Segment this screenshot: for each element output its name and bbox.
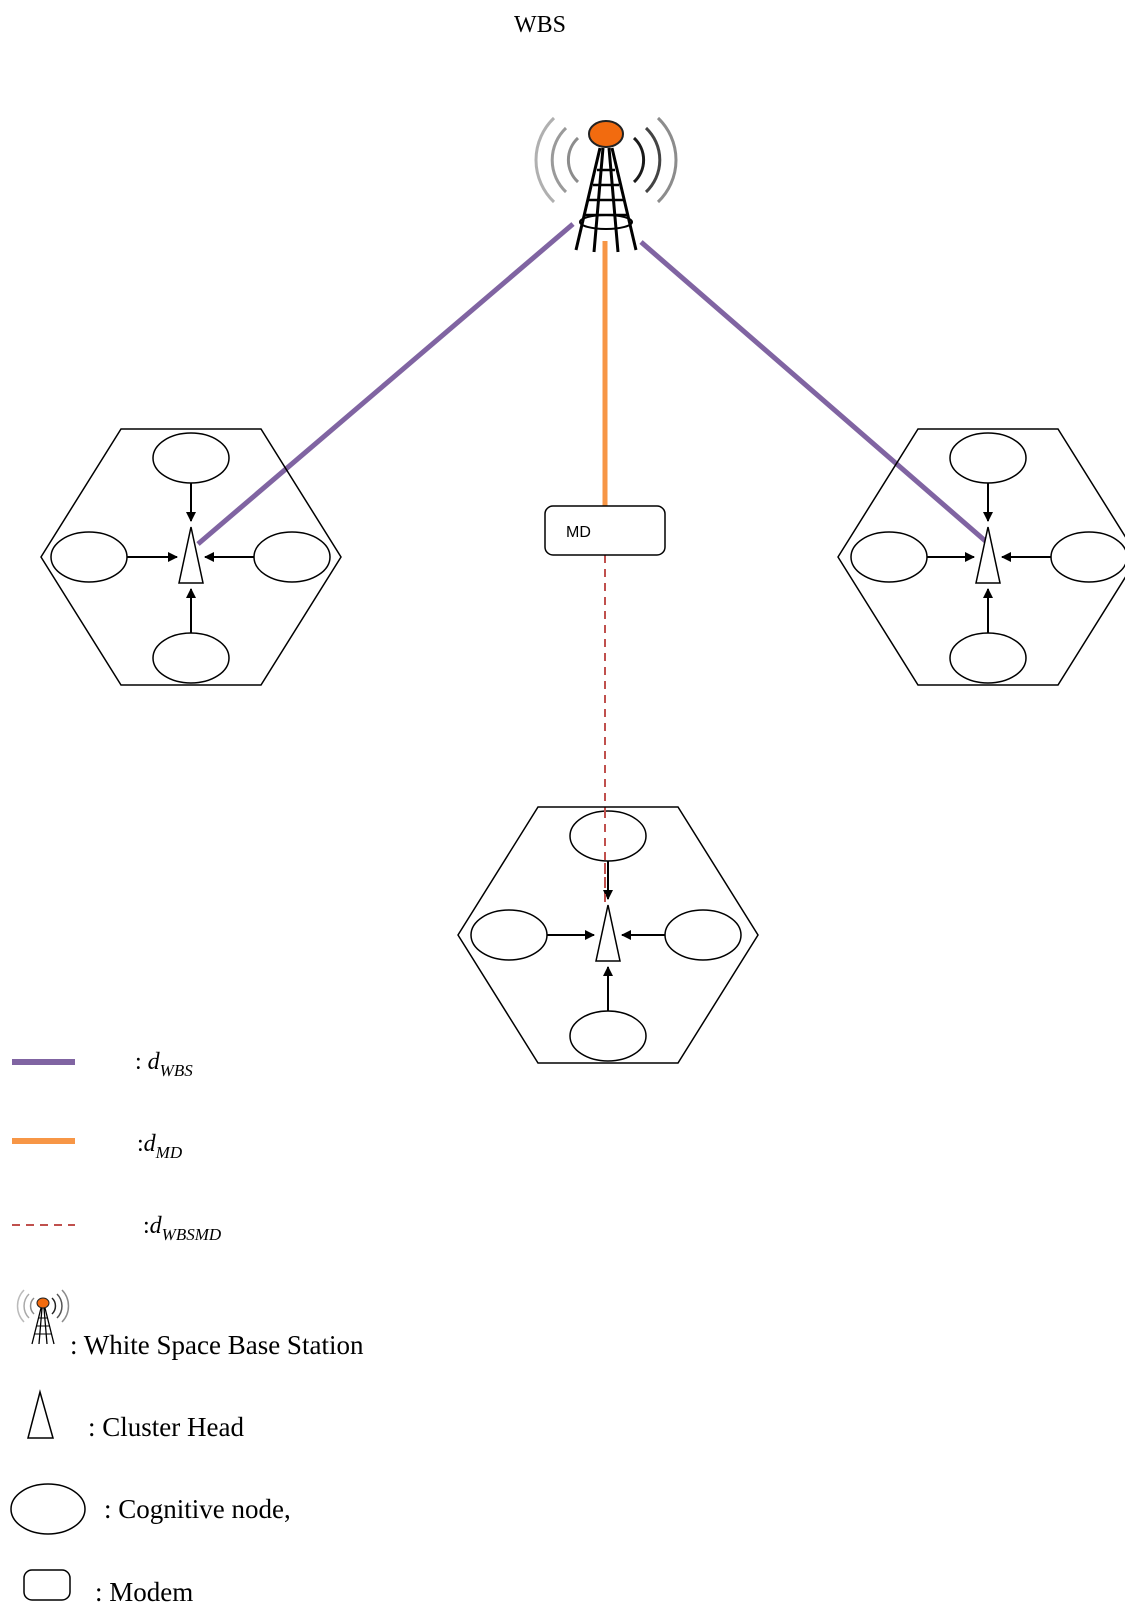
- modem-box: MD: [544, 505, 666, 556]
- legend-cluster-head-icon: [27, 1389, 54, 1439]
- cognitive-node: [470, 909, 548, 961]
- legend-cognitive-node-label: : Cognitive node,: [104, 1494, 291, 1524]
- cluster-hexagon: [457, 806, 759, 1064]
- d-wbs-line-left: [196, 222, 575, 546]
- cluster-head-icon: [595, 904, 621, 962]
- legend-base-station-label: : White Space Base Station: [70, 1330, 364, 1360]
- cognitive-node: [569, 810, 647, 862]
- cognitive-node: [152, 432, 230, 484]
- legend-cognitive-node-icon: [10, 1483, 86, 1535]
- cognitive-node: [50, 531, 128, 583]
- cluster-head-icon: [178, 526, 204, 584]
- legend-d-wbs-label: : dWBS: [135, 1049, 193, 1080]
- legend: : dWBS :dMD :dWBSMD : White Space Base S…: [10, 1049, 364, 1607]
- legend-modem-label: : Modem: [95, 1577, 193, 1607]
- legend-d-md-label: :dMD: [137, 1131, 183, 1162]
- d-wbs-line-right: [639, 240, 992, 547]
- cognitive-node: [569, 1010, 647, 1062]
- cluster-hexagon: [837, 428, 1125, 686]
- cognitive-node: [664, 909, 742, 961]
- wbs-tower-icon: [534, 116, 678, 253]
- cognitive-node: [253, 531, 331, 583]
- legend-cluster-head-label: : Cluster Head: [88, 1412, 244, 1442]
- cluster-head-icon: [975, 526, 1001, 584]
- cognitive-node: [949, 632, 1027, 684]
- legend-modem-icon: [23, 1569, 71, 1601]
- legend-tower-icon: [16, 1289, 70, 1345]
- cluster-hexagon: [40, 428, 342, 686]
- modem-label: MD: [566, 524, 591, 541]
- cognitive-node: [152, 632, 230, 684]
- cognitive-node: [1050, 531, 1125, 583]
- cluster-right: [837, 428, 1125, 686]
- legend-d-wbsmd-label: :dWBSMD: [143, 1213, 222, 1244]
- cluster-left: [40, 428, 342, 686]
- cognitive-node: [850, 531, 928, 583]
- cognitive-node: [949, 432, 1027, 484]
- wbs-title: WBS: [514, 12, 566, 38]
- cluster-bottom: [457, 806, 759, 1064]
